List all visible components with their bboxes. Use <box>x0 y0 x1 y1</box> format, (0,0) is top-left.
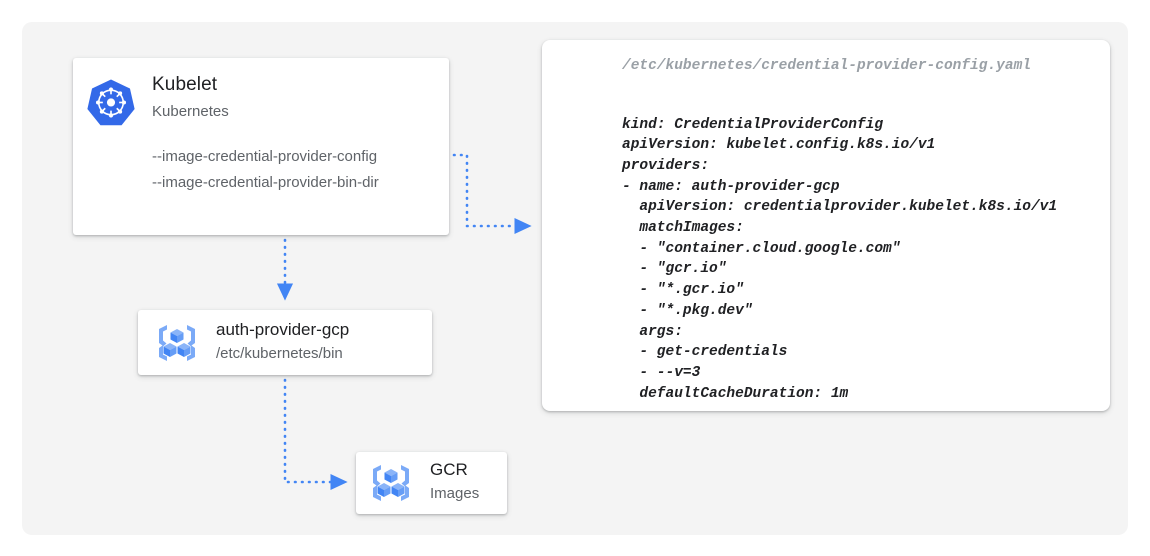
gcr-card[interactable]: GCR Images <box>356 452 507 514</box>
credential-provider-config-code-block: /etc/kubernetes/credential-provider-conf… <box>542 40 1110 411</box>
auth-provider-title: auth-provider-gcp <box>216 320 350 339</box>
gcp-container-registry-icon <box>373 465 409 501</box>
gcp-container-registry-icon <box>159 325 195 361</box>
kubelet-flag-list: --image-credential-provider-config --ima… <box>152 144 379 196</box>
auth-provider-subtitle: /etc/kubernetes/bin <box>216 345 343 362</box>
config-yaml-content: kind: CredentialProviderConfig apiVersio… <box>622 116 1058 402</box>
gcr-subtitle: Images <box>430 485 480 502</box>
auth-provider-gcp-card[interactable]: auth-provider-gcp /etc/kubernetes/bin <box>138 310 432 375</box>
kubelet-title: Kubelet <box>152 74 218 95</box>
kubelet-flag-item: --image-credential-provider-config <box>152 148 378 165</box>
kubernetes-logo-icon <box>87 79 135 126</box>
config-file-path: /etc/kubernetes/credential-provider-conf… <box>622 58 1031 74</box>
kubelet-card[interactable]: Kubelet Kubernetes --image-credential-pr… <box>73 58 449 235</box>
kubelet-flag-item: --image-credential-provider-bin-dir <box>152 174 379 191</box>
kubelet-subtitle: Kubernetes <box>152 103 229 120</box>
gcr-title: GCR <box>430 460 468 479</box>
